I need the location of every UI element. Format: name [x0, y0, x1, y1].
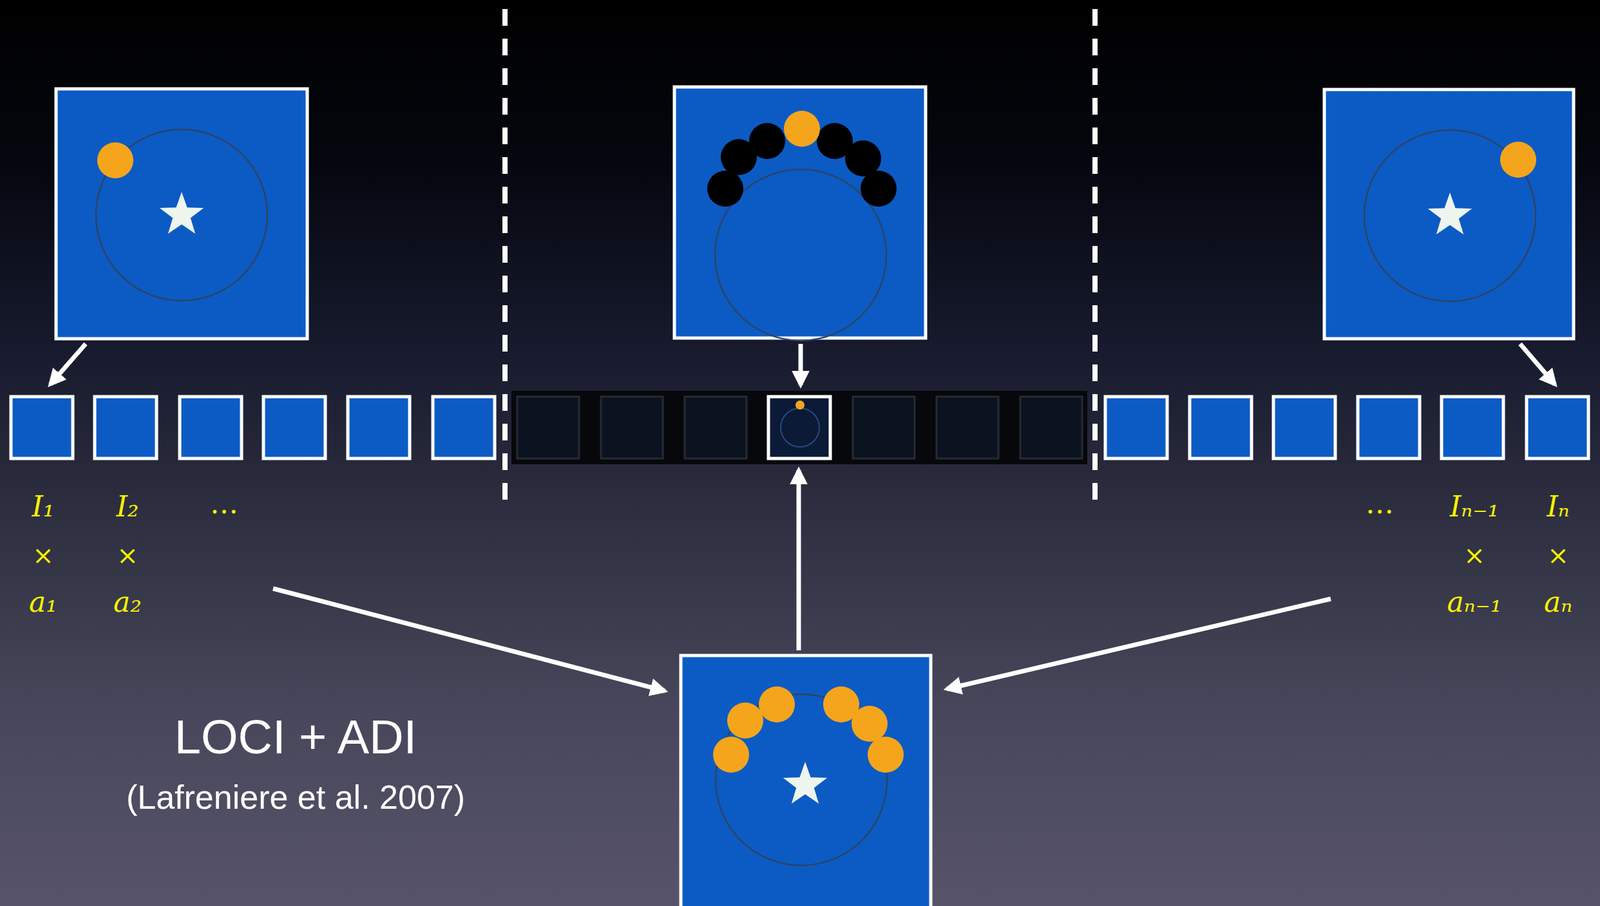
frame-thumb: [517, 396, 580, 459]
frame-reference: [680, 655, 931, 906]
arrows: [50, 343, 1555, 692]
frame-thumb: [600, 396, 663, 459]
frame-thumb: [263, 396, 326, 459]
excluded-band: [511, 390, 1088, 465]
multiply-sign: ×: [1547, 542, 1570, 569]
coefficient-symbol: aₙ₋₁: [1447, 588, 1503, 617]
frame-symbol: Iₙ₋₁: [1449, 492, 1499, 522]
frame-thumb: [1189, 396, 1252, 459]
frame-thumb: [684, 396, 747, 459]
frame-thumb: [432, 396, 495, 459]
multiply-sign: ×: [1463, 542, 1486, 569]
ellipsis: …: [1365, 489, 1394, 518]
frame-symbol: I₂: [115, 492, 139, 522]
frame-last: [1324, 89, 1574, 339]
coefficient-symbol: aₙ: [1543, 588, 1573, 617]
citation: (Lafreniere et al. 2007): [126, 780, 466, 815]
coefficient-symbol: a₁: [28, 588, 58, 617]
frame-thumb: [10, 396, 73, 459]
frame-row: [10, 396, 1589, 459]
frame-thumb: [179, 396, 242, 459]
separator-line: [502, 9, 508, 502]
frame-thumb: [1441, 396, 1504, 459]
orbit-circle: [780, 408, 820, 448]
frame-thumb: [1357, 396, 1420, 459]
frame-first: [56, 88, 308, 339]
multiply-sign: ×: [32, 542, 55, 569]
frame-thumb: [1273, 396, 1336, 459]
frame-thumb: [1105, 396, 1168, 459]
multiply-sign: ×: [116, 542, 139, 569]
ellipsis: …: [209, 489, 239, 518]
frame-thumb: [347, 396, 410, 459]
method-title: LOCI + ADI: [174, 713, 417, 762]
frame-thumb: [1020, 396, 1083, 459]
frame-thumb: [1526, 396, 1589, 459]
separator-line: [1092, 9, 1098, 502]
frame-thumb: [852, 396, 915, 459]
frame-thumb: [94, 396, 157, 459]
frame-symbol: I₁: [31, 492, 55, 522]
frame-target: [674, 86, 926, 341]
frame-thumb: [768, 396, 831, 459]
coefficient-symbol: a₂: [113, 588, 142, 617]
planet-dot: [795, 400, 805, 410]
frame-thumb: [936, 396, 999, 459]
frame-symbol: Iₙ: [1546, 492, 1570, 522]
